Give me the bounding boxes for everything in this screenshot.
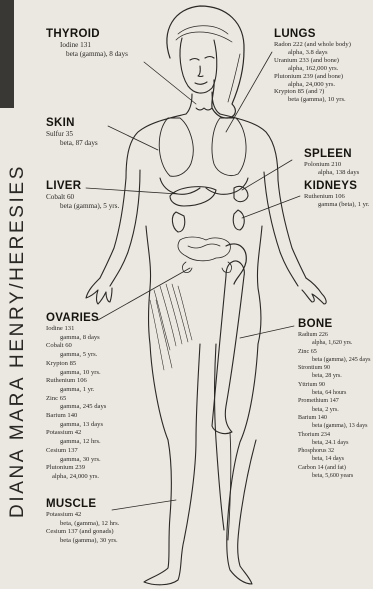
isotope-line: alpha, 24,000 yrs. xyxy=(274,81,351,89)
kidneys xyxy=(172,210,244,232)
isotope-line: gamma, 12 hrs. xyxy=(46,438,106,447)
credit-dark-block xyxy=(0,0,14,108)
label-kidneys: KIDNEYS Ruthenium 106 gamma (beta), 1 yr… xyxy=(304,180,369,209)
isotope-line: Uranium 233 (and bone) xyxy=(274,57,351,65)
isotope-line: gamma, 8 days xyxy=(46,334,106,343)
isotope-line: beta (gamma), 245 days xyxy=(298,356,371,364)
photo-credit: DIANA MARA HENRY/HERESIES xyxy=(3,101,33,581)
isotope-line: beta (gamma), 5 yrs. xyxy=(46,202,119,211)
isotope-line: Plutonium 239 xyxy=(46,464,106,473)
isotope-line: Promethium 147 xyxy=(298,397,371,405)
label-title: BONE xyxy=(298,318,371,331)
ovaries xyxy=(182,262,231,273)
isotope-line: beta (gamma), 8 days xyxy=(46,50,128,59)
femur-bone xyxy=(212,261,244,434)
isotope-line: beta, 24.1 days xyxy=(298,439,371,447)
isotope-line: Zinc 65 xyxy=(46,395,106,404)
isotope-line: Polonium 210 xyxy=(304,161,359,169)
isotope-line: beta, (gamma), 12 hrs. xyxy=(46,520,119,529)
isotope-line: Cobalt 60 xyxy=(46,193,119,202)
isotope-line: beta, 2 yrs. xyxy=(298,406,371,414)
isotope-line: Ruthenium 106 xyxy=(46,377,106,386)
label-title: KIDNEYS xyxy=(304,180,369,193)
label-title: LIVER xyxy=(46,180,119,193)
isotope-line: beta (gamma), 13 days xyxy=(298,422,371,430)
thyroid xyxy=(196,108,212,110)
label-title: THYROID xyxy=(46,28,128,41)
isotope-line: beta, 28 yrs. xyxy=(298,372,371,380)
isotope-line: beta, 14 days xyxy=(298,455,371,463)
isotope-line: Barium 140 xyxy=(46,412,106,421)
label-title: SPLEEN xyxy=(304,148,359,161)
lungs xyxy=(159,118,246,176)
label-title: MUSCLE xyxy=(46,498,119,511)
isotope-line: gamma, 10 yrs. xyxy=(46,369,106,378)
isotope-line: Iodine 131 xyxy=(46,325,106,334)
isotope-line: beta (gamma), 10 yrs. xyxy=(274,96,351,104)
label-bone: BONE Radium 226 alpha, 1,620 yrs. Zinc 6… xyxy=(298,318,371,480)
isotope-line: Yttrium 90 xyxy=(298,381,371,389)
thigh-muscle xyxy=(150,284,192,370)
label-title: OVARIES xyxy=(46,312,106,325)
isotope-line: Ruthenium 106 xyxy=(304,193,369,201)
hair xyxy=(167,6,244,118)
isotope-line: Iodine 131 xyxy=(46,41,128,50)
isotope-line: Plutonium 239 (and bone) xyxy=(274,73,351,81)
isotope-line: Cesium 137 (and gonads) xyxy=(46,528,119,537)
isotope-line: Potassium 42 xyxy=(46,429,106,438)
left-hand xyxy=(86,278,112,304)
label-ovaries: OVARIES Iodine 131 gamma, 8 days Cobalt … xyxy=(46,312,106,482)
isotope-line: gamma, 5 yrs. xyxy=(46,351,106,360)
isotope-line: Sulfur 35 xyxy=(46,130,98,139)
isotope-line: alpha, 162,000 yrs. xyxy=(274,65,351,73)
isotope-line: Barium 140 xyxy=(298,414,371,422)
isotope-line: Thorium 234 xyxy=(298,431,371,439)
right-hand xyxy=(302,278,326,304)
isotope-line: alpha, 3.8 days xyxy=(274,49,351,57)
isotope-line: Zinc 65 xyxy=(298,348,371,356)
isotope-line: gamma, 30 yrs. xyxy=(46,456,106,465)
isotope-line: alpha, 1,620 yrs. xyxy=(298,339,371,347)
isotope-line: Phosphorus 32 xyxy=(298,447,371,455)
label-thyroid: THYROID Iodine 131 beta (gamma), 8 days xyxy=(46,28,128,58)
isotope-line: beta (gamma), 30 yrs. xyxy=(46,537,119,546)
isotope-line: gamma, 245 days xyxy=(46,403,106,412)
isotope-line: Carbon 14 (and fat) xyxy=(298,464,371,472)
isotope-line: Radium 226 xyxy=(298,331,371,339)
isotope-line: beta, 87 days xyxy=(46,139,98,148)
isotope-line: Cobalt 60 xyxy=(46,342,106,351)
isotope-line: Krypton 85 (and ?) xyxy=(274,88,351,96)
isotope-line: Radon 222 (and whole body) xyxy=(274,41,351,49)
isotope-line: alpha, 138 days xyxy=(304,169,359,177)
isotope-line: gamma (beta), 1 yr. xyxy=(304,201,369,209)
label-liver: LIVER Cobalt 60 beta (gamma), 5 yrs. xyxy=(46,180,119,210)
label-spleen: SPLEEN Polonium 210 alpha, 138 days xyxy=(304,148,359,177)
label-muscle: MUSCLE Potassium 42 beta, (gamma), 12 hr… xyxy=(46,498,119,546)
isotope-line: gamma, 13 days xyxy=(46,421,106,430)
leader-lines xyxy=(86,52,300,510)
label-lungs: LUNGS Radon 222 (and whole body) alpha, … xyxy=(274,28,351,104)
isotope-line: Krypton 85 xyxy=(46,360,106,369)
label-skin: SKIN Sulfur 35 beta, 87 days xyxy=(46,117,98,147)
isotope-line: alpha, 24,000 yrs. xyxy=(46,473,106,482)
intestines xyxy=(178,237,230,261)
isotope-line: gamma, 1 yr. xyxy=(46,386,106,395)
label-title: SKIN xyxy=(46,117,98,130)
isotope-line: Cesium 137 xyxy=(46,447,106,456)
face xyxy=(180,38,217,93)
isotope-line: beta, 5,600 years xyxy=(298,472,371,480)
isotope-line: Strontium 90 xyxy=(298,364,371,372)
isotope-line: beta, 64 hours xyxy=(298,389,371,397)
liver xyxy=(170,187,216,206)
isotope-line: Potassium 42 xyxy=(46,511,119,520)
label-title: LUNGS xyxy=(274,28,351,41)
